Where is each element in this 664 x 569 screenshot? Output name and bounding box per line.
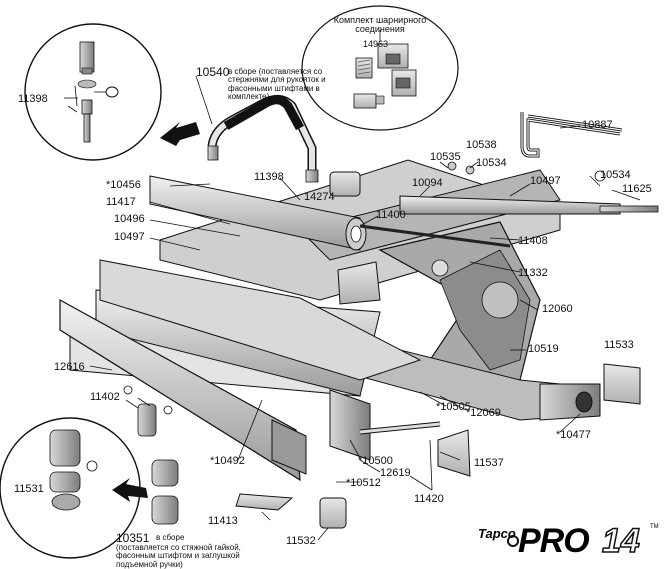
label-10477: *10477 [556, 429, 591, 441]
label-11332: 11332 [518, 267, 548, 279]
label-10496: 10496 [114, 213, 145, 225]
label-10538: 10538 [466, 139, 497, 151]
label-11400: 11400 [376, 209, 406, 221]
label-10534-b: 10534 [600, 169, 631, 181]
brand-tm: TM [650, 524, 659, 530]
label-11537: 11537 [474, 457, 504, 469]
tapco-pro14-logo: Tapco PRO 14 TM [472, 520, 662, 562]
label-10540: 10540 [196, 65, 230, 79]
brand-pro: PRO [518, 522, 590, 560]
label-11420: 11420 [414, 493, 444, 505]
label-11402: 11402 [90, 391, 120, 403]
note-10351: (поставляется со стяжной гайкой, фасонны… [116, 543, 241, 569]
label-10535: 10535 [430, 151, 461, 163]
label-10351-sub: в сборе [156, 533, 185, 542]
label-11413: 11413 [208, 515, 238, 527]
label-12619: 12619 [380, 467, 411, 479]
label-11417: 11417 [106, 196, 136, 208]
label-11408: 11408 [518, 235, 548, 247]
label-10351: 10351 [116, 531, 150, 545]
label-10505: *10505 [436, 401, 471, 413]
label-12616: 12616 [54, 361, 85, 373]
bending-bed [59, 259, 422, 482]
machine-frame [159, 159, 601, 421]
lift-handle-inset-circle [0, 417, 141, 559]
label-10500: *10500 [358, 455, 393, 467]
label-10456: *10456 [106, 179, 141, 191]
label-11625: 11625 [622, 183, 652, 195]
label-10492: *10492 [210, 455, 245, 467]
label-10094: 10094 [412, 177, 443, 189]
top-rail [149, 171, 621, 305]
label-12060: 12060 [542, 303, 573, 315]
label-11398: 11398 [254, 171, 284, 183]
label-11398-inset: 11398 [18, 93, 48, 105]
label-10512: *10512 [346, 477, 381, 489]
handle-assembly [207, 95, 319, 183]
leader-lines [64, 30, 641, 541]
label-10497: 10497 [114, 231, 145, 243]
hinge-kit-number: 14963 [363, 39, 389, 49]
brand-model: 14 [601, 521, 640, 561]
note-10540: в сборе (поставляется со стержнями для р… [228, 67, 326, 102]
label-10887: 10887 [582, 119, 613, 131]
label-10497-top: 10497 [530, 175, 561, 187]
small-parts [123, 161, 659, 529]
label-11532: 11532 [286, 535, 316, 547]
hinge-kit-title: Комплект шарнирного соединения [333, 15, 427, 35]
label-12069: *12069 [466, 407, 501, 419]
hinge-kit-circle [301, 5, 459, 131]
brand-ring-icon [507, 535, 519, 547]
label-10519: 10519 [528, 343, 559, 355]
pin-inset-circle [24, 23, 162, 161]
label-10534-a: 10534 [476, 157, 507, 169]
arrow-to-lift-inset [112, 478, 148, 502]
arrow-to-pin-inset [160, 122, 200, 146]
label-11533: 11533 [604, 339, 634, 351]
label-11531: 11531 [14, 483, 44, 495]
label-14274: 14274 [304, 191, 335, 203]
brand-tapco: Tapco [478, 526, 516, 541]
